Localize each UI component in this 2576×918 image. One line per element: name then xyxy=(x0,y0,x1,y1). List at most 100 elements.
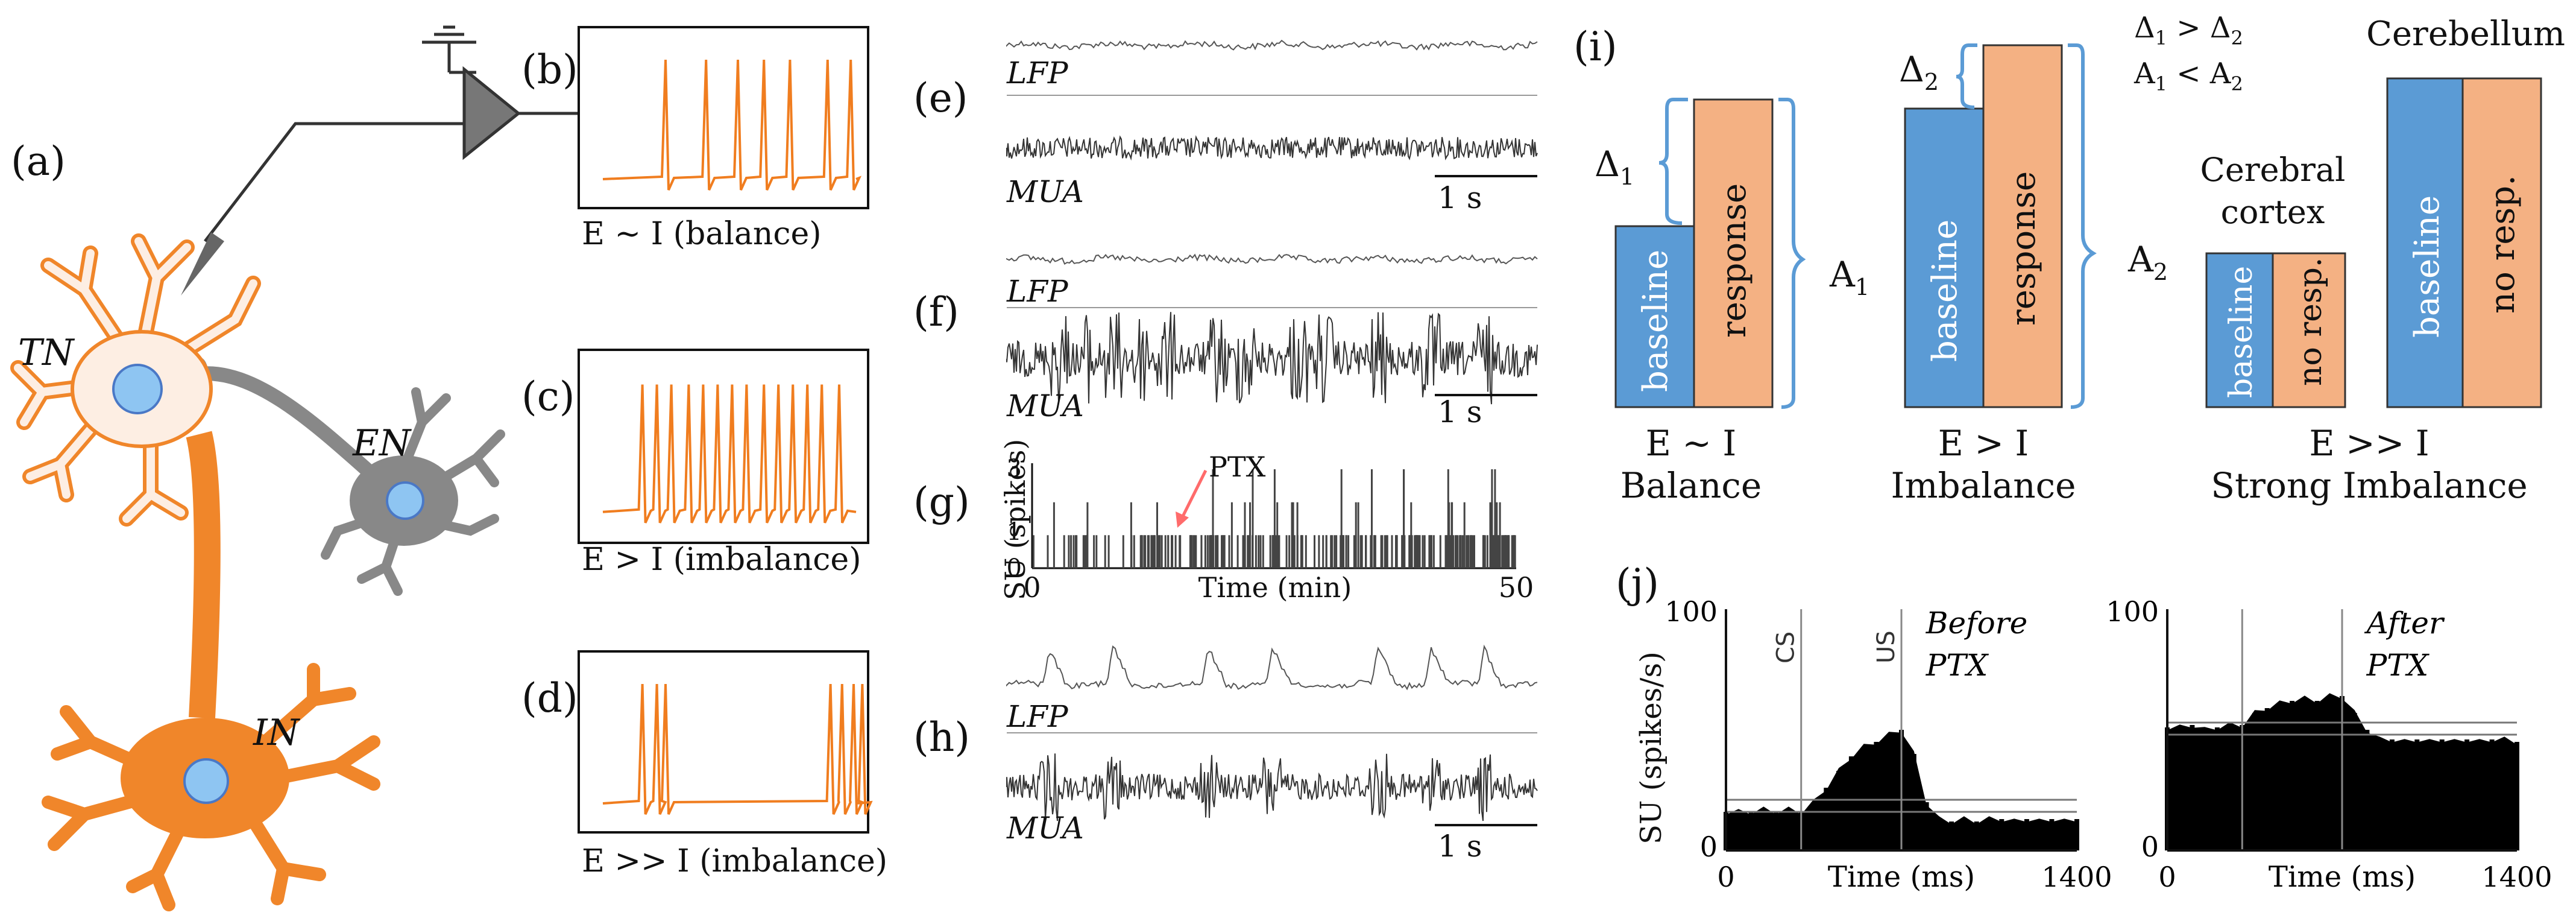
psth-bar xyxy=(2012,821,2017,850)
bar-label-baseline-1: baseline xyxy=(1636,250,1675,392)
raster-xlabel: Time (min) xyxy=(1198,571,1352,604)
psth-bar xyxy=(2502,739,2507,850)
psth-bar xyxy=(2464,739,2470,850)
psth-bar xyxy=(1774,812,1779,850)
psth-bar xyxy=(1848,756,1854,850)
psth-bar xyxy=(2314,701,2320,850)
bar-label-baseline-4: baseline xyxy=(2408,195,2447,338)
spike-panel-box xyxy=(578,650,869,834)
panel-label-c: (c) xyxy=(521,373,575,420)
mua-label-f: MUA xyxy=(1006,388,1084,423)
psth-bar xyxy=(2214,727,2220,850)
psth-ytick: 0 xyxy=(2141,831,2159,863)
lfp-trace xyxy=(1006,644,1538,691)
raster-xtick-0: 0 xyxy=(1023,571,1041,604)
event-marker-label: US xyxy=(1872,630,1900,663)
panel-label-d: (d) xyxy=(521,675,578,721)
bar-baseline-imbalance xyxy=(1904,107,1985,408)
a1-label: A1 xyxy=(1829,254,1869,300)
a2-label: A2 xyxy=(2127,239,2168,285)
in-neuron-icon xyxy=(42,431,380,911)
panel-label-b: (b) xyxy=(521,46,578,93)
psth-bar xyxy=(1961,819,1967,850)
psth-bar xyxy=(1736,812,1741,850)
bar-response-imbalance xyxy=(1982,44,2063,408)
psth-bar xyxy=(2074,819,2079,850)
bar-response-balance xyxy=(1693,98,1774,408)
psth-bar xyxy=(1836,771,1842,850)
mua-trace xyxy=(1006,753,1538,821)
cond-title-1: E ~ I xyxy=(1646,423,1737,464)
psth-bar xyxy=(2049,819,2055,850)
caption-imbalance: E > I (imbalance) xyxy=(582,542,861,578)
panel-label-e: (e) xyxy=(913,75,968,121)
psth-bar xyxy=(2277,703,2282,850)
psth-bar xyxy=(2190,725,2195,850)
spike-train xyxy=(602,384,857,524)
raster-ylabel: SU (spikes) xyxy=(999,439,1031,600)
cond-title-3: E >> I xyxy=(2309,423,2429,464)
ptx-annotation: PTX xyxy=(1209,451,1266,483)
raster-ytick-1: 1 xyxy=(1007,518,1022,546)
caption-strong-imbalance: E >> I (imbalance) xyxy=(582,843,887,879)
delta2-label: Δ2 xyxy=(1899,49,1939,95)
psth-annotation: Before xyxy=(1926,606,2027,641)
psth-bar xyxy=(1999,819,2004,850)
inequality-delta: Δ1 > Δ2 xyxy=(2134,11,2243,49)
panel-label-a: (a) xyxy=(11,138,66,185)
psth-xtick: 1400 xyxy=(2041,861,2112,893)
panel-label-g: (g) xyxy=(913,479,970,525)
psth-bar xyxy=(1974,821,1979,850)
psth-bar xyxy=(2427,742,2432,850)
panel-label-i: (i) xyxy=(1573,24,1617,70)
spike-train xyxy=(602,683,873,815)
psth-bar xyxy=(1949,821,1954,850)
psth-bar xyxy=(2024,819,2029,850)
psth-bar xyxy=(2177,727,2182,850)
psth-xtick: 1400 xyxy=(2481,861,2552,893)
psth-bar xyxy=(2062,821,2067,850)
bar-baseline-cerebellum xyxy=(2386,77,2464,408)
psth-bar xyxy=(2290,701,2295,850)
tn-label: TN xyxy=(18,332,75,374)
scalebar-label-h: 1 s xyxy=(1438,829,1482,864)
cond-sub-2: Imbalance xyxy=(1891,465,2076,506)
psth-bar xyxy=(2302,698,2307,850)
lfp-label-h: LFP xyxy=(1006,699,1069,734)
mua-trace xyxy=(1006,312,1538,405)
ptx-arrow-icon xyxy=(1176,469,1208,528)
psth-xtick: 0 xyxy=(2158,861,2176,893)
lfp-trace xyxy=(1006,39,1538,51)
psth-bar xyxy=(1874,742,1879,850)
bar-noresp-cortex xyxy=(2272,252,2346,408)
psth-bar xyxy=(2352,713,2357,850)
psth-bar xyxy=(1748,812,1754,850)
raster-ytick-0: 0 xyxy=(1007,554,1022,582)
psth-bar xyxy=(2515,742,2519,850)
inequality-a: A1 < A2 xyxy=(2134,57,2243,95)
en-label: EN xyxy=(352,422,412,464)
psth-bar xyxy=(1936,819,1942,850)
psth-bar xyxy=(2377,739,2382,850)
cond-sub-1: Balance xyxy=(1620,465,1762,506)
psth-bar xyxy=(1886,735,1892,850)
electrode-icon xyxy=(181,232,224,296)
spike-train xyxy=(602,59,862,191)
su-raster xyxy=(1031,463,1516,569)
psth-bar xyxy=(2414,739,2420,850)
in-label: IN xyxy=(253,712,301,754)
bar-label-noresp-4: no resp. xyxy=(2483,175,2522,314)
psth-bar xyxy=(2477,742,2482,850)
event-marker-label: CS xyxy=(1772,632,1800,663)
psth-bar xyxy=(2452,742,2457,850)
psth-bar xyxy=(2402,742,2407,850)
psth-ytick: 100 xyxy=(2106,595,2159,628)
psth-annotation: After xyxy=(2364,606,2445,641)
bar-label-noresp-3: no resp. xyxy=(2293,258,2329,386)
psth-bar xyxy=(2364,730,2370,850)
caption-balance: E ~ I (balance) xyxy=(582,216,822,252)
lfp-trace xyxy=(1006,253,1538,265)
